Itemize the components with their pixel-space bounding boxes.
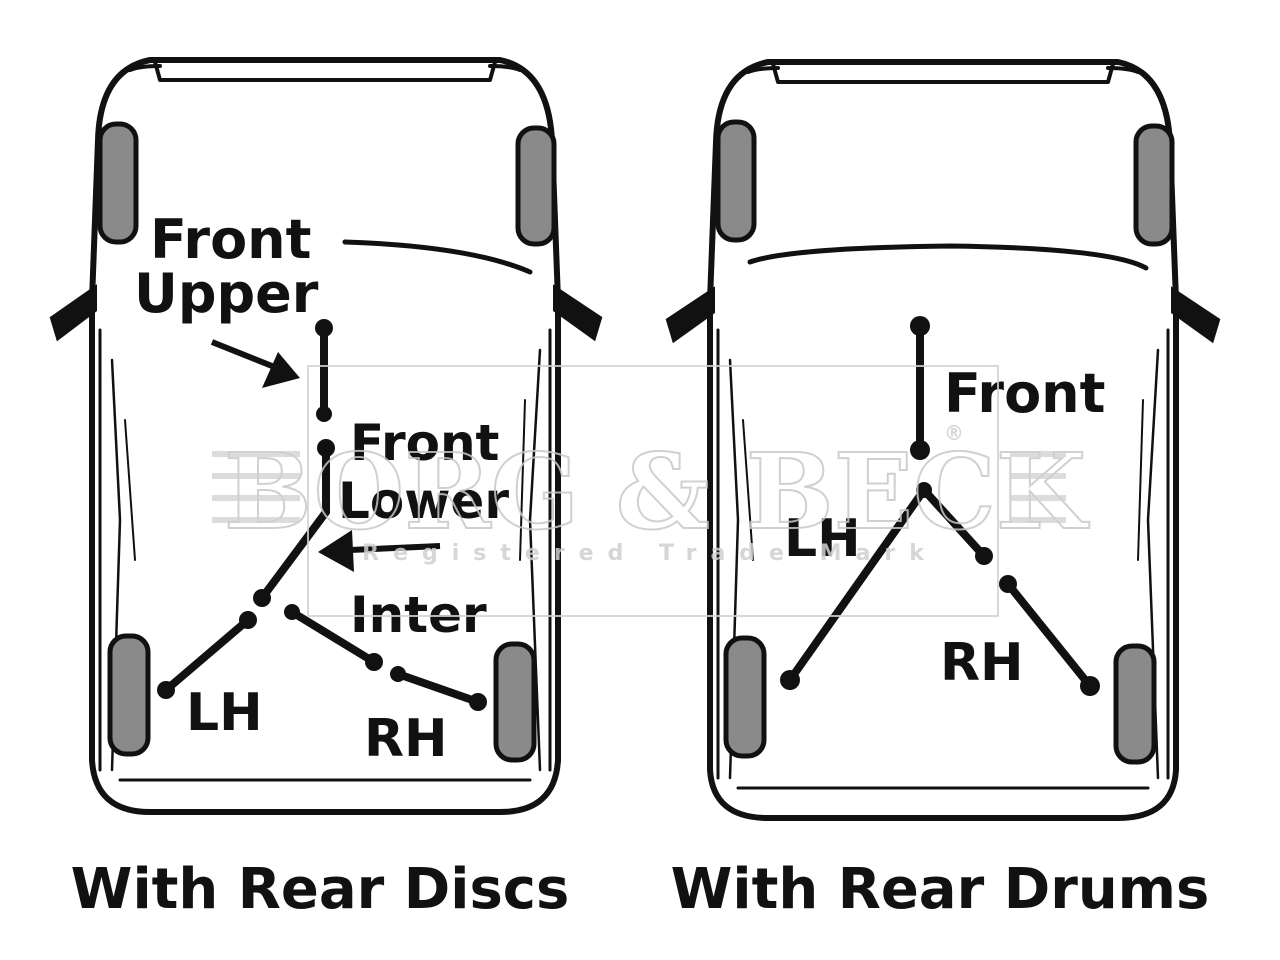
cables-left [162, 324, 482, 706]
label-front-lower-line1: Front [350, 414, 499, 472]
cable-joints-right [780, 316, 1100, 696]
label-front-upper-line2: Upper [134, 262, 319, 325]
mirror-right-car-right [1171, 286, 1221, 344]
car-outline-right [707, 59, 1179, 821]
watermark-frame [307, 365, 999, 617]
mirror-right-car-left [665, 286, 715, 344]
label-rh-left: RH [364, 709, 448, 769]
wheel-front-right [515, 125, 557, 247]
wheel-rear-right [493, 641, 537, 763]
label-front-lower-line2: Lower [338, 472, 509, 530]
watermark: BORG & BECK Registered Trade Mark ® [212, 365, 1091, 617]
wheel-rear-left [107, 633, 151, 757]
label-front-right: Front [944, 362, 1105, 425]
watermark-reg-symbol: ® [944, 421, 978, 445]
wheel-rear-right-drums [1113, 643, 1157, 765]
wheel-front-left [97, 121, 139, 245]
label-front-upper-line1: Front [150, 208, 311, 271]
cable-joints-left [157, 319, 487, 711]
car-outline-left [89, 57, 561, 815]
watermark-stripes-right [1010, 451, 1066, 523]
caption-rear-drums: With Rear Drums [671, 857, 1210, 922]
watermark-stripes-left [212, 451, 300, 523]
arrow-front-upper [210, 339, 300, 388]
label-lh-left: LH [186, 683, 263, 743]
label-lh-right: LH [784, 509, 861, 569]
label-rh-right: RH [940, 633, 1024, 693]
wheel-rear-left-drums [723, 635, 767, 759]
wheel-front-right-drums [1133, 123, 1175, 247]
mirror-left-car-left [49, 284, 97, 342]
arrow-front-lower [318, 530, 441, 572]
watermark-brand: BORG & BECK [224, 430, 1090, 553]
caption-rear-discs: With Rear Discs [71, 857, 570, 922]
watermark-registered: Registered Trade Mark [362, 541, 938, 566]
wheel-front-left-drums [715, 119, 757, 243]
mirror-left-car-right [553, 284, 603, 342]
